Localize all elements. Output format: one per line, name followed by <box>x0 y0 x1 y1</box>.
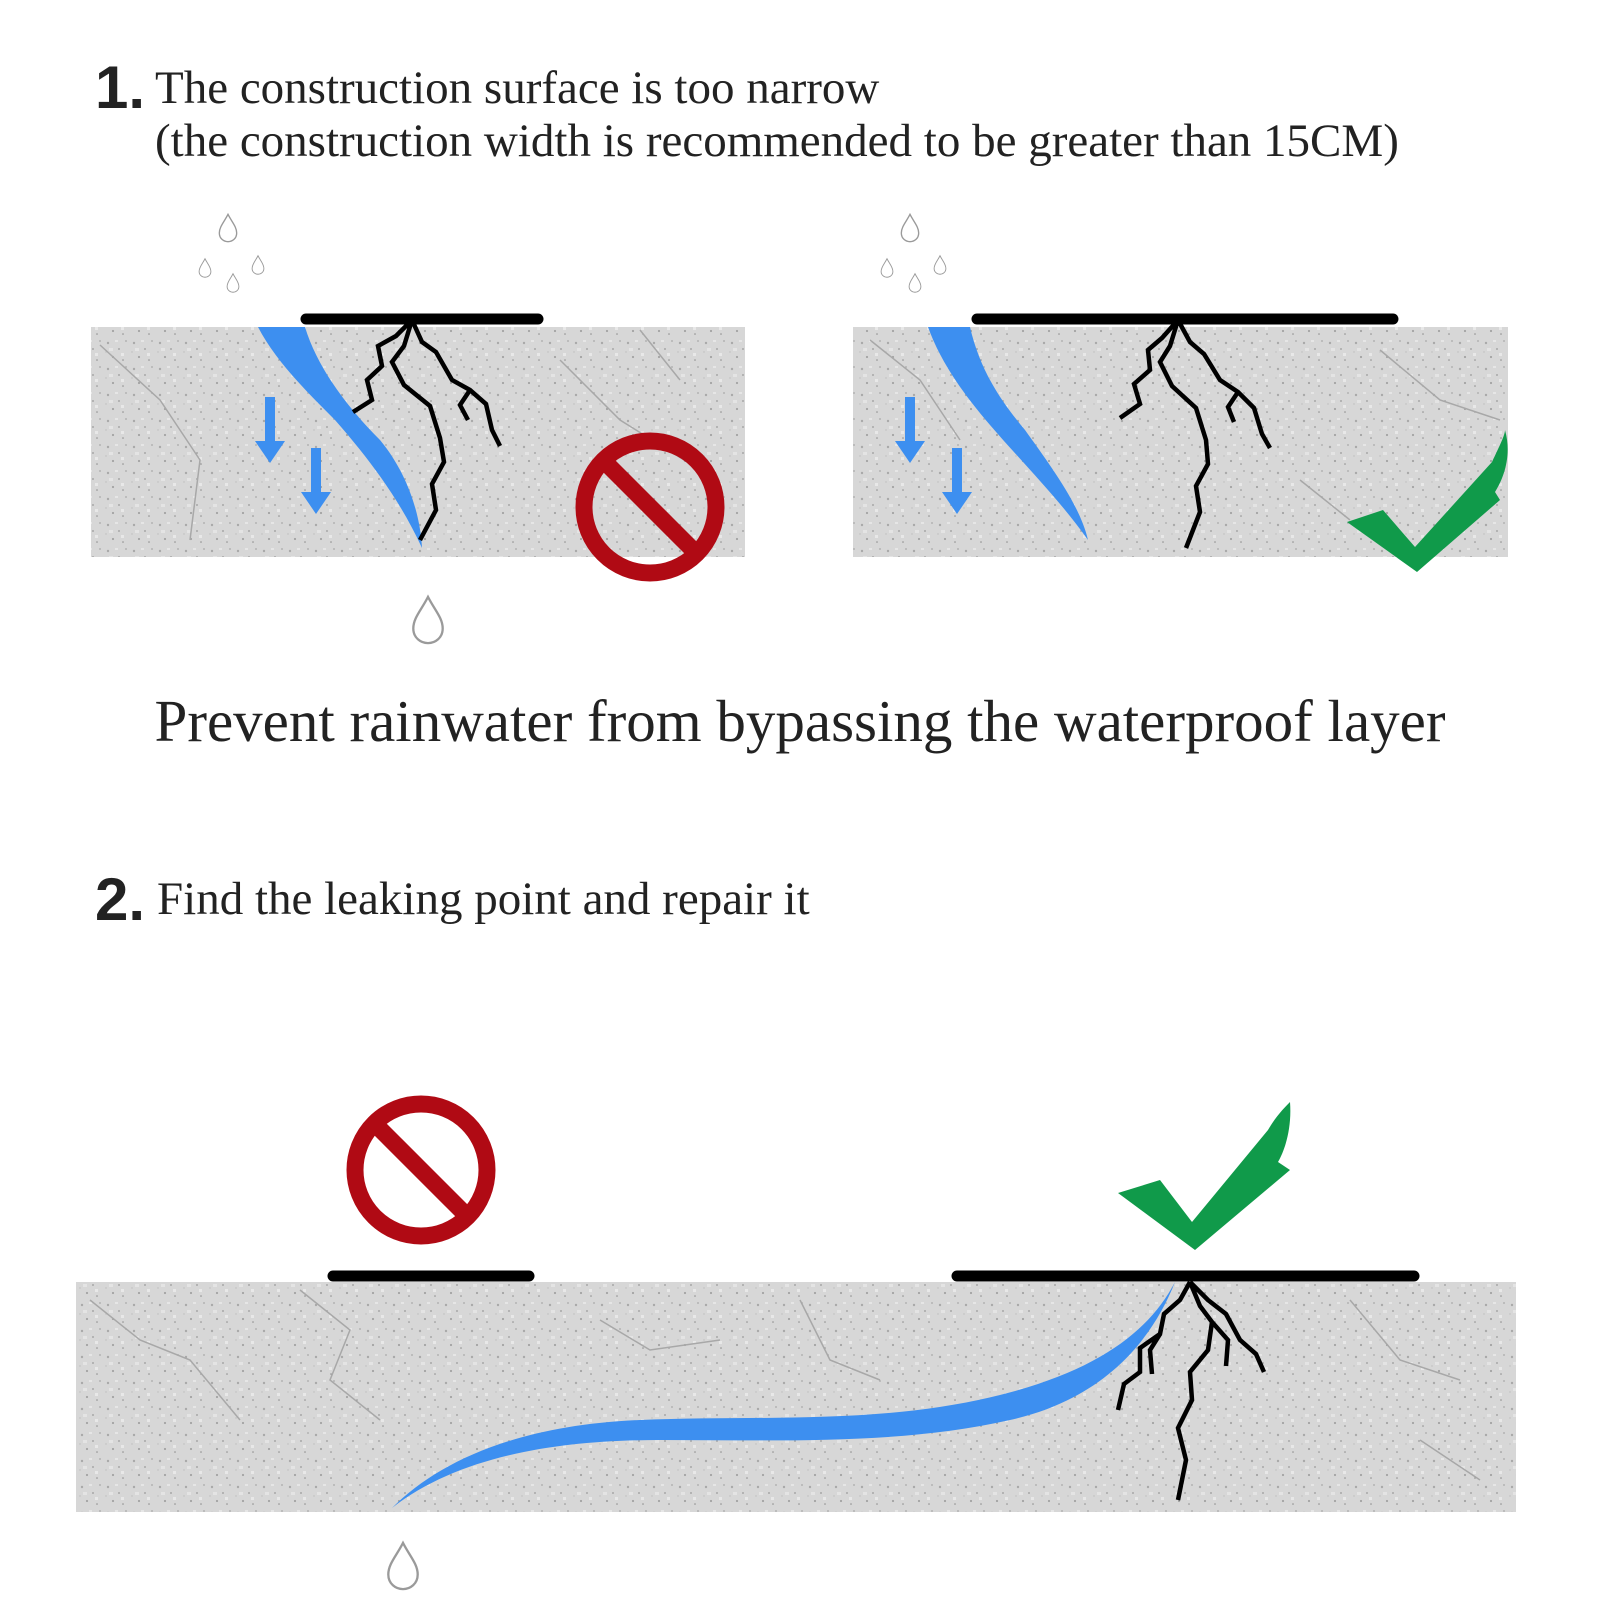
water-seepage <box>258 327 422 548</box>
water-seepage <box>392 1282 1175 1508</box>
step-title-1: The construction surface is too narrow <box>155 62 880 114</box>
checkmark-icon <box>1347 430 1508 572</box>
leak-drop-icon <box>412 595 444 645</box>
panel-leak-repair <box>76 1095 1516 1591</box>
step-number-2: 2. <box>95 866 146 933</box>
surface-cracks <box>89 1289 1481 1481</box>
surface-cracks <box>869 339 1501 521</box>
step-subtitle-1: (the construction width is recommended t… <box>155 115 1399 167</box>
raindrops <box>198 213 265 293</box>
caption-text: Prevent rainwater from bypassing the wat… <box>154 688 1446 754</box>
crack-lines <box>1115 1280 1267 1501</box>
crack-lines <box>1118 318 1272 549</box>
panel-narrow-membrane <box>91 213 745 645</box>
step-title-2: Find the leaking point and repair it <box>157 873 810 925</box>
raindrops <box>880 213 947 293</box>
step-number-1: 1. <box>95 54 146 121</box>
water-seepage <box>928 327 1088 540</box>
checkmark-icon <box>1118 1102 1291 1250</box>
leak-drop-icon <box>387 1541 419 1591</box>
prohibited-icon <box>346 1095 496 1245</box>
crack-lines <box>351 318 503 542</box>
concrete-slab <box>76 1282 1516 1512</box>
panel-wide-membrane <box>853 213 1508 572</box>
prohibited-icon <box>575 432 725 582</box>
